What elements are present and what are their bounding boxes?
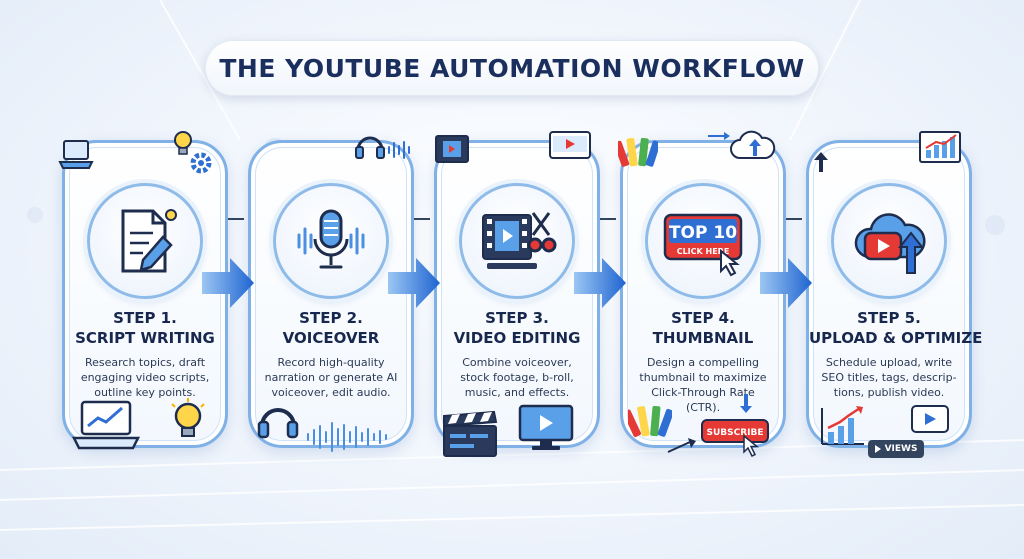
analytics-chart-icon [919,131,961,163]
step-number: STEP 3. [485,309,549,327]
laptop-chart-icon [71,400,141,450]
cloud-upload-gear-icon [814,152,828,172]
step-number: STEP 5. [857,309,921,327]
play-window-icon [911,405,949,433]
subscribe-label: SUBSCRIBE [706,428,763,438]
step-icon-circle [831,183,947,299]
film-strip-icon [435,135,469,163]
color-palette-icon [618,137,658,167]
swatch-fan-icon [628,405,672,438]
upload-play-icon [854,213,926,274]
headphones-icon [257,408,299,439]
views-badge: VIEWS [868,440,924,458]
flow-arrow-3 [574,258,626,308]
clapperboard-icon [443,410,498,457]
step-card-5: STEP 5. UPLOAD & OPTIMIZE Schedule uploa… [806,140,983,448]
audio-waveform-icon [307,422,387,452]
cursor-arrow-icon [667,438,696,453]
thumbnail-big-text: TOP 10 [669,223,737,243]
microphone-icon [297,209,365,269]
step-description: Design a compelling thumbnail to maximiz… [639,356,767,414]
step-number: STEP 1. [113,309,177,327]
views-label: VIEWS [884,444,918,454]
upload-cloud-icon [708,130,776,159]
step-card-2: STEP 2. VOICEOVER Record high-quality na… [248,140,414,448]
flow-arrow-4 [760,258,812,308]
step-number: STEP 2. [299,309,363,327]
flow-arrow-2 [388,258,440,308]
idea-bulb-icon [171,398,205,437]
step-icon-circle [273,183,389,299]
step-icon-circle [87,183,203,299]
thumbnail-icon: TOP 10 CLICK HERE [663,213,743,277]
step-card-3: STEP 3. VIDEO EDITING Combine voiceover,… [434,140,600,448]
monitor-play-icon [518,404,574,450]
step-icon-circle: TOP 10 CLICK HERE [645,183,761,299]
step-description: Research topics, draft engaging video sc… [80,356,210,399]
script-document-icon [121,209,177,273]
flow-arrow-1 [202,258,254,308]
film-scissors-icon [482,212,557,269]
laptop-icon [58,140,94,169]
step-description: Record high-quality narration or generat… [264,356,398,399]
subscribe-button-icon: SUBSCRIBE [701,394,769,458]
headphones-icon [355,136,385,159]
play-triangle-icon [874,445,881,453]
thumbnail-small-text: CLICK HERE [677,247,730,256]
lightbulb-icon [174,131,192,155]
step-icon-circle [459,183,575,299]
step-title: VIDEO EDITING [453,329,581,347]
video-player-icon [549,131,591,159]
step-title: SCRIPT WRITING [75,329,215,347]
gear-icon [190,152,212,174]
soundwave-icon [388,141,410,159]
step-number: STEP 4. [671,309,735,327]
title-banner: THE YOUTUBE AUTOMATION WORKFLOW [205,40,819,96]
step-card-4: TOP 10 CLICK HERE STEP 4. THUMBNAIL Desi… [620,140,786,448]
step-title: THUMBNAIL [652,329,754,347]
step-title: VOICEOVER [282,329,380,347]
step-description: Combine voiceover, stock footage, b-roll… [460,356,574,399]
growth-chart-icon [821,406,864,445]
step-title: UPLOAD & OPTIMIZE [809,329,983,347]
step-description: Schedule upload, write SEO titles, tags,… [821,356,957,399]
page-title: THE YOUTUBE AUTOMATION WORKFLOW [219,53,805,83]
